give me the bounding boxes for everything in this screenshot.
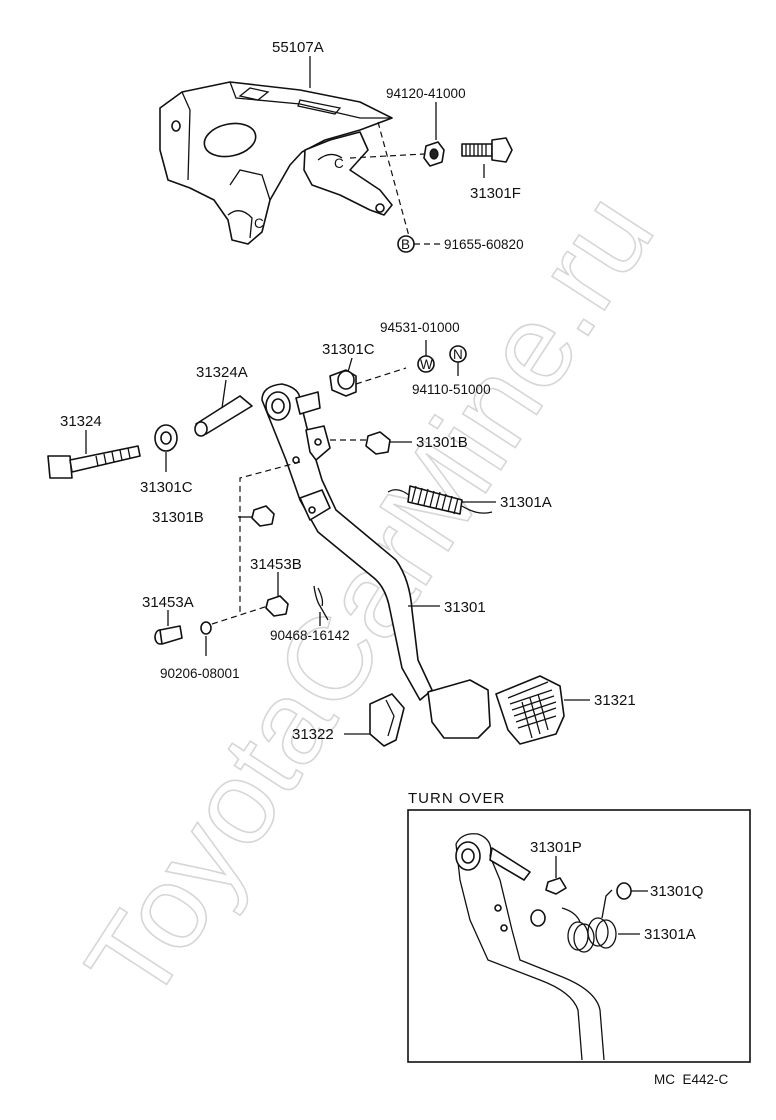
inset-collar-label: 31301P	[530, 839, 582, 856]
inset-pedal-arm	[455, 833, 605, 1061]
stop-bolt-part	[154, 625, 183, 645]
pedal-arm-part	[261, 383, 491, 739]
inset-spring-label: 31301A	[644, 926, 696, 943]
inset-collar-part	[545, 877, 567, 895]
inset-title: TURN OVER	[408, 790, 505, 807]
bolt-top-label: 31301F	[470, 185, 521, 202]
bushing-top-label: 31301C	[322, 341, 375, 358]
pedal-stopper-label: 31322	[292, 726, 334, 743]
nut-top-part	[423, 141, 445, 167]
pedal-bolt-label: 31324	[60, 413, 102, 430]
cushion-left-part	[251, 505, 275, 527]
pedal-pad-label: 31321	[594, 692, 636, 709]
bushing-left-part	[154, 424, 178, 452]
marker-n-text: N	[453, 347, 463, 362]
pedal-stopper-part	[369, 693, 405, 747]
bolt-top-part	[461, 137, 513, 163]
nut-top-label: 94120-41000	[386, 86, 466, 101]
inset-bushing-label: 31301Q	[650, 883, 703, 900]
svg-text:C: C	[254, 216, 264, 231]
stop-nut-label: 31453B	[250, 556, 302, 573]
bracket-label: 55107A	[272, 39, 324, 56]
cushion-right-part	[365, 431, 391, 455]
pedal-arm-label: 31301	[444, 599, 486, 616]
cushion-right-label: 31301B	[416, 434, 468, 451]
pedal-shaft-label: 31324A	[196, 364, 248, 381]
small-washer-part	[200, 621, 212, 635]
inset-frame	[407, 809, 751, 1063]
bracket-part: C C	[159, 81, 393, 245]
stop-bolt-label: 31453A	[142, 594, 194, 611]
diagram-code: MC E442-C	[654, 1072, 729, 1087]
nut-n-label: 94110-51000	[412, 382, 491, 397]
pedal-bolt-part	[47, 445, 141, 479]
inset-spring-part	[530, 889, 617, 953]
clip-pin-label: 90468-16142	[270, 628, 350, 643]
return-spring-part	[387, 485, 493, 515]
bushing-top-part	[329, 369, 357, 397]
washer-w-label: 94531-01000	[380, 320, 460, 335]
return-spring-label: 31301A	[500, 494, 552, 511]
pedal-shaft-part	[194, 395, 253, 437]
cushion-left-label: 31301B	[152, 509, 204, 526]
marker-b-text: B	[401, 237, 410, 252]
small-washer-label: 90206-08001	[160, 666, 240, 681]
clip-pin-part	[313, 585, 329, 621]
svg-text:C: C	[334, 156, 344, 171]
stop-nut-part	[265, 595, 289, 617]
inset-bushing-part	[616, 882, 632, 900]
bushing-left-label: 31301C	[140, 479, 193, 496]
pedal-pad-part	[495, 675, 565, 745]
marker-w-text: W	[420, 357, 433, 372]
clip-b-label: 91655-60820	[444, 237, 524, 252]
